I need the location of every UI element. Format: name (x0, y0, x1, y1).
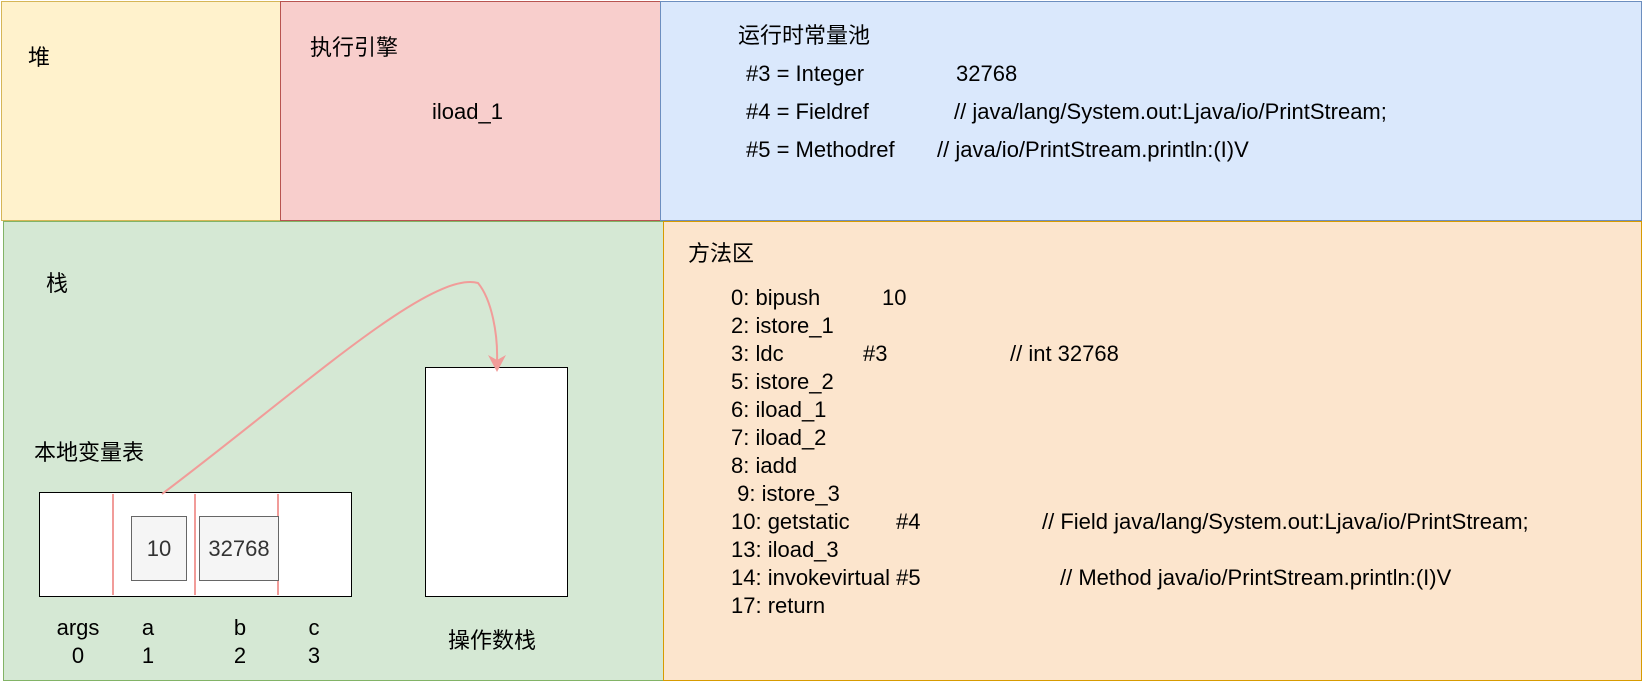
code-comment: // Method java/io/PrintStream.println:(I… (1060, 565, 1452, 590)
slot-value-b: 32768 (199, 516, 279, 581)
slot-name: b (233, 615, 247, 640)
code-comment: // Field java/lang/System.out:Ljava/io/P… (1042, 509, 1529, 534)
operand-stack (425, 367, 568, 597)
slot-index: 0 (71, 643, 85, 668)
code-comment: // int 32768 (1010, 341, 1119, 366)
code-offset: 9: istore_3 (731, 481, 840, 506)
slot-index: 2 (233, 643, 247, 668)
local-variable-table-title: 本地变量表 (34, 440, 145, 465)
pool-entry-value: 32768 (956, 61, 1018, 86)
code-arg: #3 (863, 341, 888, 366)
slot-divider (112, 494, 114, 595)
slot-name: a (141, 615, 155, 640)
load-arrow-line (161, 281, 499, 495)
heap-panel (1, 1, 281, 221)
code-offset: 3: ldc (731, 341, 784, 366)
operand-stack-title: 操作数栈 (448, 628, 537, 653)
pool-entry-ref: #3 = Integer (746, 61, 865, 86)
code-offset: 5: istore_2 (731, 369, 834, 394)
code-offset: 8: iadd (731, 453, 798, 478)
code-offset: 6: iload_1 (731, 397, 827, 422)
slot-divider (194, 494, 196, 595)
execution-engine-title: 执行引擎 (310, 35, 399, 60)
slot-index: 1 (141, 643, 155, 668)
code-offset: 14: invokevirtual #5 (731, 565, 921, 590)
slot-index: 3 (307, 643, 321, 668)
method-area-panel (663, 221, 1642, 681)
code-arg: 10 (882, 285, 907, 310)
slot-name: args (56, 615, 100, 640)
constant-pool-title: 运行时常量池 (738, 23, 871, 48)
method-area-title: 方法区 (688, 241, 755, 266)
stack-title: 栈 (46, 271, 69, 296)
current-instruction: iload_1 (432, 99, 503, 124)
code-offset: 0: bipush (731, 285, 821, 310)
code-offset: 2: istore_1 (731, 313, 834, 338)
slot-value-a: 10 (131, 516, 187, 581)
pool-entry-ref: #5 = Methodref (746, 137, 895, 162)
runtime-constant-pool-panel (660, 1, 1642, 221)
code-offset: 17: return (731, 593, 826, 618)
code-offset: 10: getstatic (731, 509, 850, 534)
pool-entry-value: // java/io/PrintStream.println:(I)V (937, 137, 1249, 162)
load-arrow-head (488, 355, 506, 372)
code-arg: #4 (896, 509, 921, 534)
slot-name: c (308, 615, 320, 640)
pool-entry-value: // java/lang/System.out:Ljava/io/PrintSt… (954, 99, 1387, 124)
pool-entry-ref: #4 = Fieldref (746, 99, 869, 124)
execution-engine-panel (280, 1, 661, 221)
code-offset: 13: iload_3 (731, 537, 839, 562)
code-offset: 7: iload_2 (731, 425, 827, 450)
heap-title: 堆 (28, 45, 51, 70)
